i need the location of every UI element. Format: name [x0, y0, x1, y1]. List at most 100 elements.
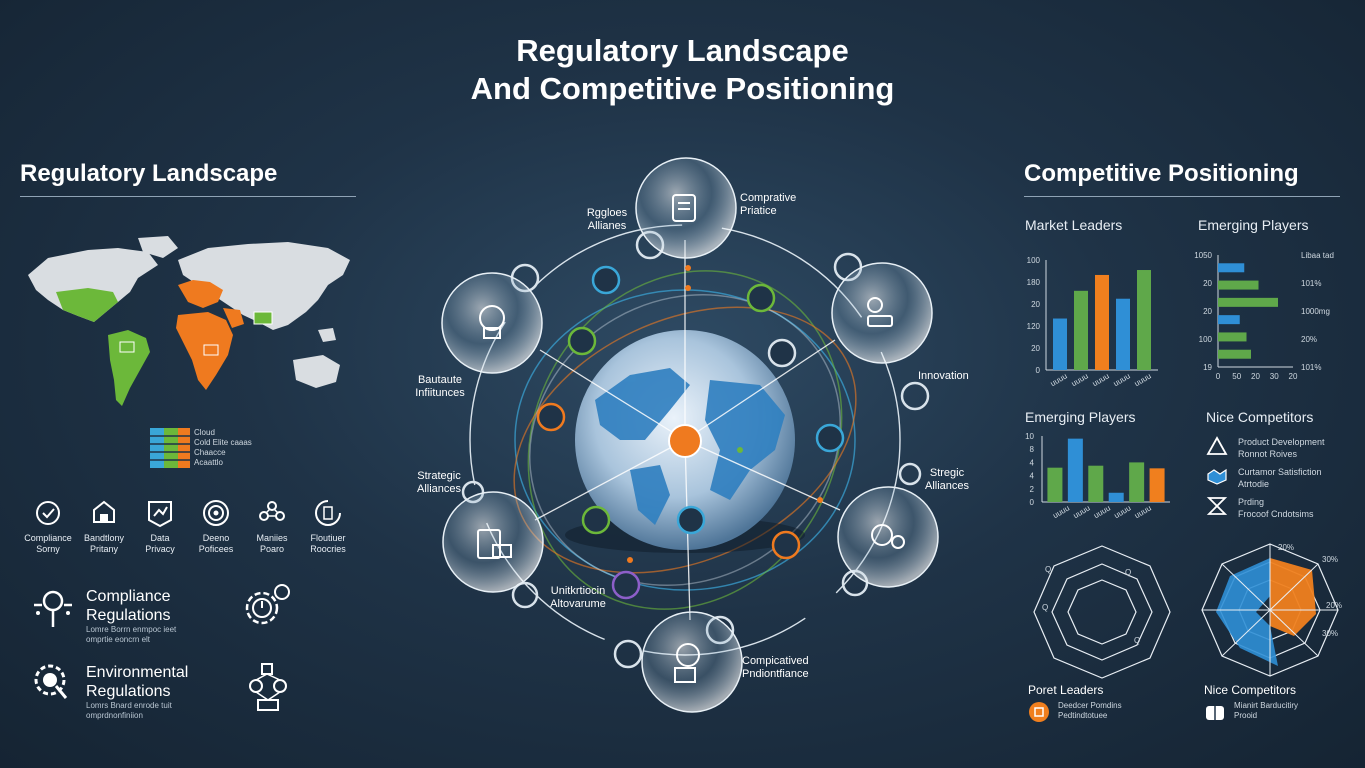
radar-area-orange: [1270, 558, 1316, 636]
icon-item-compliance[interactable]: Compliance Sorny: [13, 498, 83, 555]
bar: [1074, 290, 1088, 370]
environmental-desc: omprdnonfiniion: [86, 711, 143, 720]
right-label: 1000mg: [1301, 307, 1330, 316]
radar-tick: Q: [1042, 603, 1048, 612]
bottom-right-title: Nice Competitors: [1204, 683, 1297, 697]
radar-value: 20%: [1326, 601, 1342, 610]
icon-label: Poficees: [198, 544, 234, 554]
x-tick-label: uuuu: [1049, 371, 1069, 388]
icon-label: Maniies: [256, 533, 288, 543]
x-tick-label: uuuu: [1070, 371, 1090, 388]
icon-label: Poaro: [259, 544, 285, 554]
compliance-lightbulb-icon: [34, 590, 72, 627]
radar-value: 30%: [1322, 555, 1338, 564]
icon-item-data-privacy[interactable]: Data Privacy: [125, 498, 195, 555]
bar: [1116, 298, 1130, 370]
environment-gear-icon: [34, 664, 68, 699]
bar: [1053, 318, 1067, 370]
icon-label: Compliance: [24, 533, 72, 543]
y-tick-label: 100: [1027, 256, 1041, 265]
network-diagram: [441, 157, 939, 713]
icon-label: Bandtlony: [83, 533, 125, 543]
icon-label: Roocries: [310, 544, 346, 554]
legend-item: Cloud: [194, 428, 215, 437]
x-tick-label: 20: [1251, 372, 1260, 381]
bar: [1218, 280, 1259, 290]
x-tick-label: 30: [1270, 372, 1279, 381]
icon-label: Deeno: [202, 533, 230, 543]
bubbles: [441, 157, 939, 713]
bar: [1137, 270, 1151, 370]
y-tick-label: 19: [1203, 363, 1212, 372]
y-tick-label: 20: [1203, 279, 1212, 288]
legend-item: Acaattlo: [194, 458, 223, 467]
target-icon: [203, 500, 229, 526]
sa-marker: [119, 341, 135, 353]
x-tick-label: uuuu: [1051, 503, 1071, 520]
y-tick-label: 10: [1025, 432, 1034, 441]
x-tick-label: 0: [1216, 372, 1221, 381]
radar-tick: Q: [1045, 565, 1051, 574]
bubble-upper-left: [441, 272, 543, 374]
x-tick-label: 50: [1232, 372, 1241, 381]
data-chart-icon: [148, 501, 172, 528]
bar: [1218, 315, 1240, 325]
x-tick-label: uuuu: [1072, 503, 1092, 520]
eurasia-shape: [178, 242, 350, 330]
islands-shape: [318, 328, 336, 342]
bubble-lower-left: [442, 491, 544, 593]
regulatory-icon-row: Compliance Sorny Bandtlony Pritany Data …: [13, 498, 363, 558]
compliance-title: Compliance: [86, 588, 171, 605]
regulatory-divider: [20, 196, 356, 197]
icon-item-deeno[interactable]: Deeno Poficees: [181, 498, 251, 555]
compliance-desc: omprtie eoncrn elt: [86, 635, 151, 644]
icon-item-bandtlony[interactable]: Bandtlony Pritany: [69, 498, 139, 555]
bar: [1088, 465, 1104, 502]
south-america-highlight: [108, 330, 150, 406]
bar: [1149, 468, 1165, 502]
x-tick-label: uuuu: [1133, 371, 1153, 388]
radar-chart-filled: 20% 30% 20% 30%: [1201, 543, 1342, 677]
environmental-title: Environmental: [86, 664, 189, 681]
world-map: [28, 236, 350, 406]
icon-item-maniies[interactable]: Maniies Poaro: [237, 498, 307, 555]
chart1-title: Market Leaders: [1025, 217, 1123, 233]
icon-item-floutiuer[interactable]: Floutiuer Roocries: [293, 498, 363, 555]
document-icon: [315, 500, 341, 526]
dots: [627, 265, 823, 563]
title-line-2: And Competitive Positioning: [470, 71, 895, 106]
environmental-title: Regulations: [86, 683, 171, 700]
y-tick-label: 20: [1031, 344, 1040, 353]
right-label: Libaa tad: [1301, 251, 1334, 260]
handshake-icon: [1207, 468, 1227, 485]
bar: [1067, 438, 1083, 502]
shield-check-icon: [36, 501, 60, 525]
compliance-desc: Lomre Borrn enmpoc ieet: [86, 625, 177, 634]
flowchart-icon: [249, 663, 287, 711]
icon-label: Floutiuer: [310, 533, 346, 543]
radar-area-blue: [1216, 558, 1278, 666]
page-title: Regulatory Landscape And Competitive Pos…: [0, 32, 1365, 108]
right-label: 101%: [1301, 363, 1321, 372]
environmental-regulations-block: Environmental Regulations Lomrs Bnard en…: [86, 663, 188, 721]
radar-value: 20%: [1278, 543, 1294, 552]
bar: [1218, 263, 1245, 273]
title-line-1: Regulatory Landscape: [516, 33, 849, 68]
bubble-icons: [477, 194, 905, 683]
bubble-upper-right: [831, 262, 933, 364]
triangle-icon: [1206, 436, 1228, 455]
environmental-desc: Lomrs Bnard enrode tuit: [86, 701, 172, 710]
bar: [1047, 467, 1063, 502]
bar: [1095, 274, 1109, 370]
